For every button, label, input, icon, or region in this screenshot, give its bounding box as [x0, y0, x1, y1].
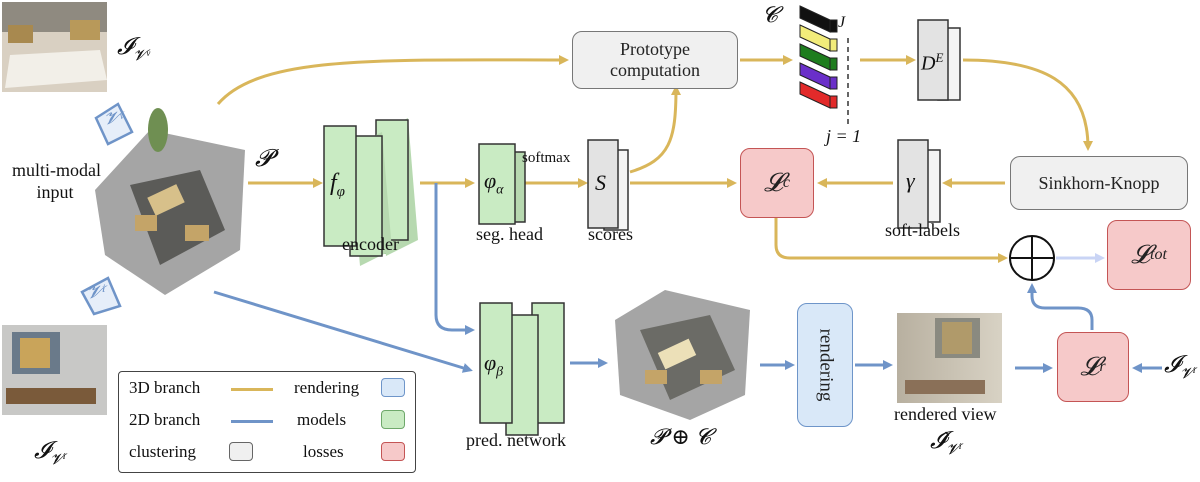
arrow-camera-to-prednet — [213, 290, 473, 373]
legend-3d-branch: 3D branch — [129, 378, 201, 397]
prototype-slab-face-1 — [829, 19, 838, 33]
rendering-label: rendering — [815, 328, 836, 402]
label-DE: DE — [921, 50, 944, 75]
arrow-encoder-to-prednet — [434, 183, 475, 335]
label-P: 𝓟 — [255, 146, 273, 172]
arrow-DE-to-sinkhorn — [962, 58, 1093, 151]
softmax-label: softmax — [522, 150, 571, 166]
sinkhorn-knopp-box: Sinkhorn-Knopp — [1010, 156, 1188, 210]
legend-clustering-swatch — [229, 442, 253, 461]
sum-node — [1009, 235, 1055, 281]
prototype-slab-face-4 — [829, 76, 838, 90]
legend-rendering: rendering — [294, 378, 360, 397]
Lr-symbol: 𝓛 — [1080, 351, 1100, 381]
label-P-plus-C: 𝓟 ⊕ 𝓒 — [650, 424, 711, 449]
arrow-Lc-to-sum — [774, 218, 1008, 263]
seg-head-block — [478, 143, 526, 225]
prototype-computation-box: Prototype computation — [572, 31, 738, 89]
legend-models: models — [297, 410, 347, 429]
point-cloud-input — [95, 108, 245, 295]
prototype-line1: Prototype — [620, 39, 690, 59]
label-C: 𝓒 — [762, 2, 778, 27]
prototype-slab-face-5 — [829, 95, 838, 109]
label-j1: j = 1 — [826, 126, 862, 146]
label-I-vi-left: 𝓘𝓥ⁱ — [34, 438, 66, 468]
Lr-subscript: r — [1099, 358, 1106, 375]
legend-losses-swatch — [381, 442, 405, 461]
input-photo-vv — [2, 2, 107, 92]
legend-2d-branch-line — [231, 420, 273, 423]
label-S: S — [595, 170, 606, 195]
legend-losses: losses — [303, 442, 344, 461]
soft-labels-label: soft-labels — [885, 220, 960, 240]
prototype-slab-face-2 — [829, 38, 838, 52]
label-phi-beta: φβ — [484, 350, 504, 380]
seg-head-label: seg. head — [476, 224, 543, 244]
DE-block — [917, 19, 961, 101]
encoder-block — [323, 118, 418, 266]
arrow-scores-to-prototype — [629, 85, 681, 174]
prototype-slab-face-3 — [829, 57, 838, 71]
rendered-view-label: rendered view — [894, 404, 997, 424]
label-J: J — [838, 14, 846, 31]
scores-block — [587, 139, 629, 231]
legend: 3D branch rendering 2D branch models clu… — [118, 371, 416, 473]
arrow-Lr-to-sum — [1027, 283, 1094, 330]
label-Vv: 𝓥ᵛ — [104, 108, 125, 128]
label-Vi: 𝓥ⁱ — [87, 282, 106, 302]
label-f-phi: fφ — [330, 170, 345, 200]
legend-models-swatch — [381, 410, 405, 429]
encoder-label: encoder — [342, 234, 399, 254]
Lc-symbol: 𝓛 — [763, 167, 783, 197]
label-phi-alpha: φα — [484, 168, 504, 198]
pred-network-block — [479, 302, 565, 436]
prototype-line2: computation — [610, 60, 700, 80]
camera-vv-icon — [94, 102, 134, 146]
rendered-view-photo — [897, 313, 1002, 403]
legend-3d-branch-line — [231, 388, 273, 391]
arrow-input-to-prototype — [216, 54, 569, 105]
prototype-stack — [799, 5, 838, 109]
legend-2d-branch: 2D branch — [129, 410, 201, 429]
legend-rendering-swatch — [381, 378, 405, 397]
input-photo-vi — [2, 325, 107, 415]
Ltot-symbol: 𝓛 — [1131, 239, 1150, 269]
scores-label: scores — [588, 224, 633, 244]
label-I-hat: 𝓘̂𝓥ⁱ — [930, 428, 962, 458]
Ltot-subscript: tot — [1150, 246, 1167, 263]
legend-clustering: clustering — [129, 442, 197, 461]
Lc-subscript: c — [782, 174, 790, 191]
pred-network-label: pred. network — [466, 430, 566, 450]
label-gamma: γ — [906, 168, 915, 193]
label-I-vi-right: 𝓘𝓥ⁱ — [1164, 352, 1196, 382]
camera-vi-icon — [80, 276, 122, 316]
rendering-box: rendering — [797, 303, 853, 427]
gamma-block — [897, 139, 941, 229]
point-cloud-output — [615, 290, 750, 420]
label-I-vv: 𝓘𝓥ᵛ — [117, 34, 150, 64]
